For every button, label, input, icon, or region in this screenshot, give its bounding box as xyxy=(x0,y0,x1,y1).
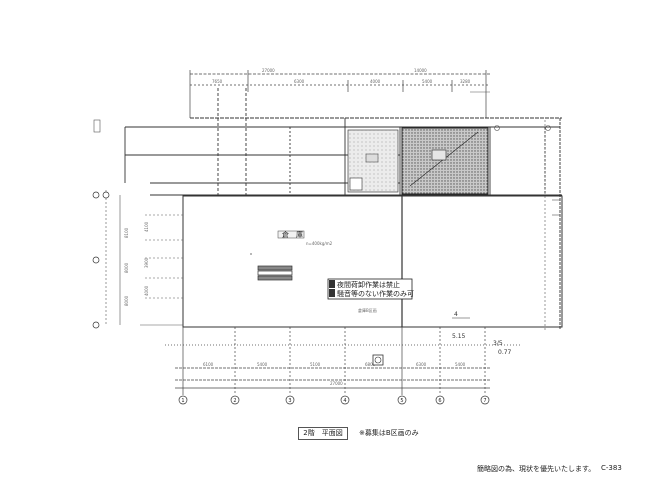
svg-text:倉庫B区画: 倉庫B区画 xyxy=(358,307,377,313)
svg-text:5400: 5400 xyxy=(422,79,433,84)
warehouse-hall xyxy=(182,195,563,328)
svg-text:27000: 27000 xyxy=(262,68,275,73)
top-dimension-lines xyxy=(189,70,490,118)
svg-text:6300: 6300 xyxy=(416,362,427,367)
area-table xyxy=(250,253,293,281)
top-dimension-values: 27000 14000 7650 6300 4000 5400 3280 xyxy=(212,68,471,84)
svg-text:5400: 5400 xyxy=(257,362,268,367)
handwritten-notes: 5.15 3/5 0.77 4 xyxy=(452,311,512,356)
bottom-dimension-lines xyxy=(165,327,520,395)
grid-marker-4 xyxy=(340,395,350,405)
upper-walls xyxy=(124,88,562,196)
svg-text:4000: 4000 xyxy=(144,285,149,296)
svg-text:8100: 8100 xyxy=(124,227,129,238)
grid-marker-labels: 1 2 3 4 5 6 7 xyxy=(181,398,486,404)
grid-label-4: 4 xyxy=(343,398,346,404)
left-grid-markers xyxy=(92,191,110,329)
bottom-dimension-values: 6100 5400 5100 6800 6300 5400 27000 xyxy=(203,362,466,386)
right-dimension-lines xyxy=(470,91,560,330)
notice-line-2: 騒音等のない作業のみ可 xyxy=(337,289,414,298)
annotation-4: 4 xyxy=(454,311,458,318)
stair-core-room xyxy=(401,127,489,195)
annotation-5-15: 5.15 xyxy=(452,333,466,340)
grid-marker-5 xyxy=(397,395,407,405)
svg-text:6800: 6800 xyxy=(365,362,376,367)
grid-label-7: 7 xyxy=(483,398,486,404)
svg-text:8000: 8000 xyxy=(124,262,129,273)
grid-label-2: 2 xyxy=(233,398,236,404)
room-label: 倉 庫 xyxy=(282,230,303,239)
grid-label-5: 5 xyxy=(400,398,403,404)
svg-text:6100: 6100 xyxy=(203,362,214,367)
annotation-ratio: 3/5 xyxy=(493,340,503,347)
svg-text:6300: 6300 xyxy=(294,79,305,84)
grid-marker-2 xyxy=(230,395,240,405)
left-dimension-lines xyxy=(105,190,183,326)
grid-markers xyxy=(178,395,490,405)
svg-text:5400: 5400 xyxy=(455,362,466,367)
svg-text:n=400kg/m2: n=400kg/m2 xyxy=(306,241,333,246)
svg-text:5100: 5100 xyxy=(310,362,321,367)
page-code: C-383 xyxy=(601,464,622,472)
svg-text:4000: 4000 xyxy=(370,79,381,84)
left-dimension-values: 8100 8000 8000 4100 3900 4000 xyxy=(124,221,149,306)
caption-note: ※募集はB区画のみ xyxy=(359,429,419,437)
grid-label-3: 3 xyxy=(288,398,291,404)
grid-label-6: 6 xyxy=(438,398,441,404)
grid-label-1: 1 xyxy=(181,398,184,404)
svg-text:27000: 27000 xyxy=(330,381,343,386)
svg-text:8000: 8000 xyxy=(124,295,129,306)
plan-caption: 2階 平面図 xyxy=(298,427,348,440)
svg-text:4100: 4100 xyxy=(144,221,149,232)
svg-text:7650: 7650 xyxy=(212,79,223,84)
grid-marker-3 xyxy=(285,395,295,405)
svg-text:14000: 14000 xyxy=(414,68,427,73)
svg-text:3280: 3280 xyxy=(460,79,471,84)
grid-marker-1 xyxy=(178,395,188,405)
annotation-077: 0.77 xyxy=(498,349,512,356)
footer-note: 簡略図の為、現状を優先いたします。 xyxy=(477,465,596,473)
grid-marker-6 xyxy=(435,395,445,405)
grid-marker-7 xyxy=(480,395,490,405)
notice-line-1: 夜間荷卸作業は禁止 xyxy=(337,280,400,289)
svg-text:3900: 3900 xyxy=(144,257,149,268)
notice-box: 夜間荷卸作業は禁止 騒音等のない作業のみ可 xyxy=(327,278,414,300)
